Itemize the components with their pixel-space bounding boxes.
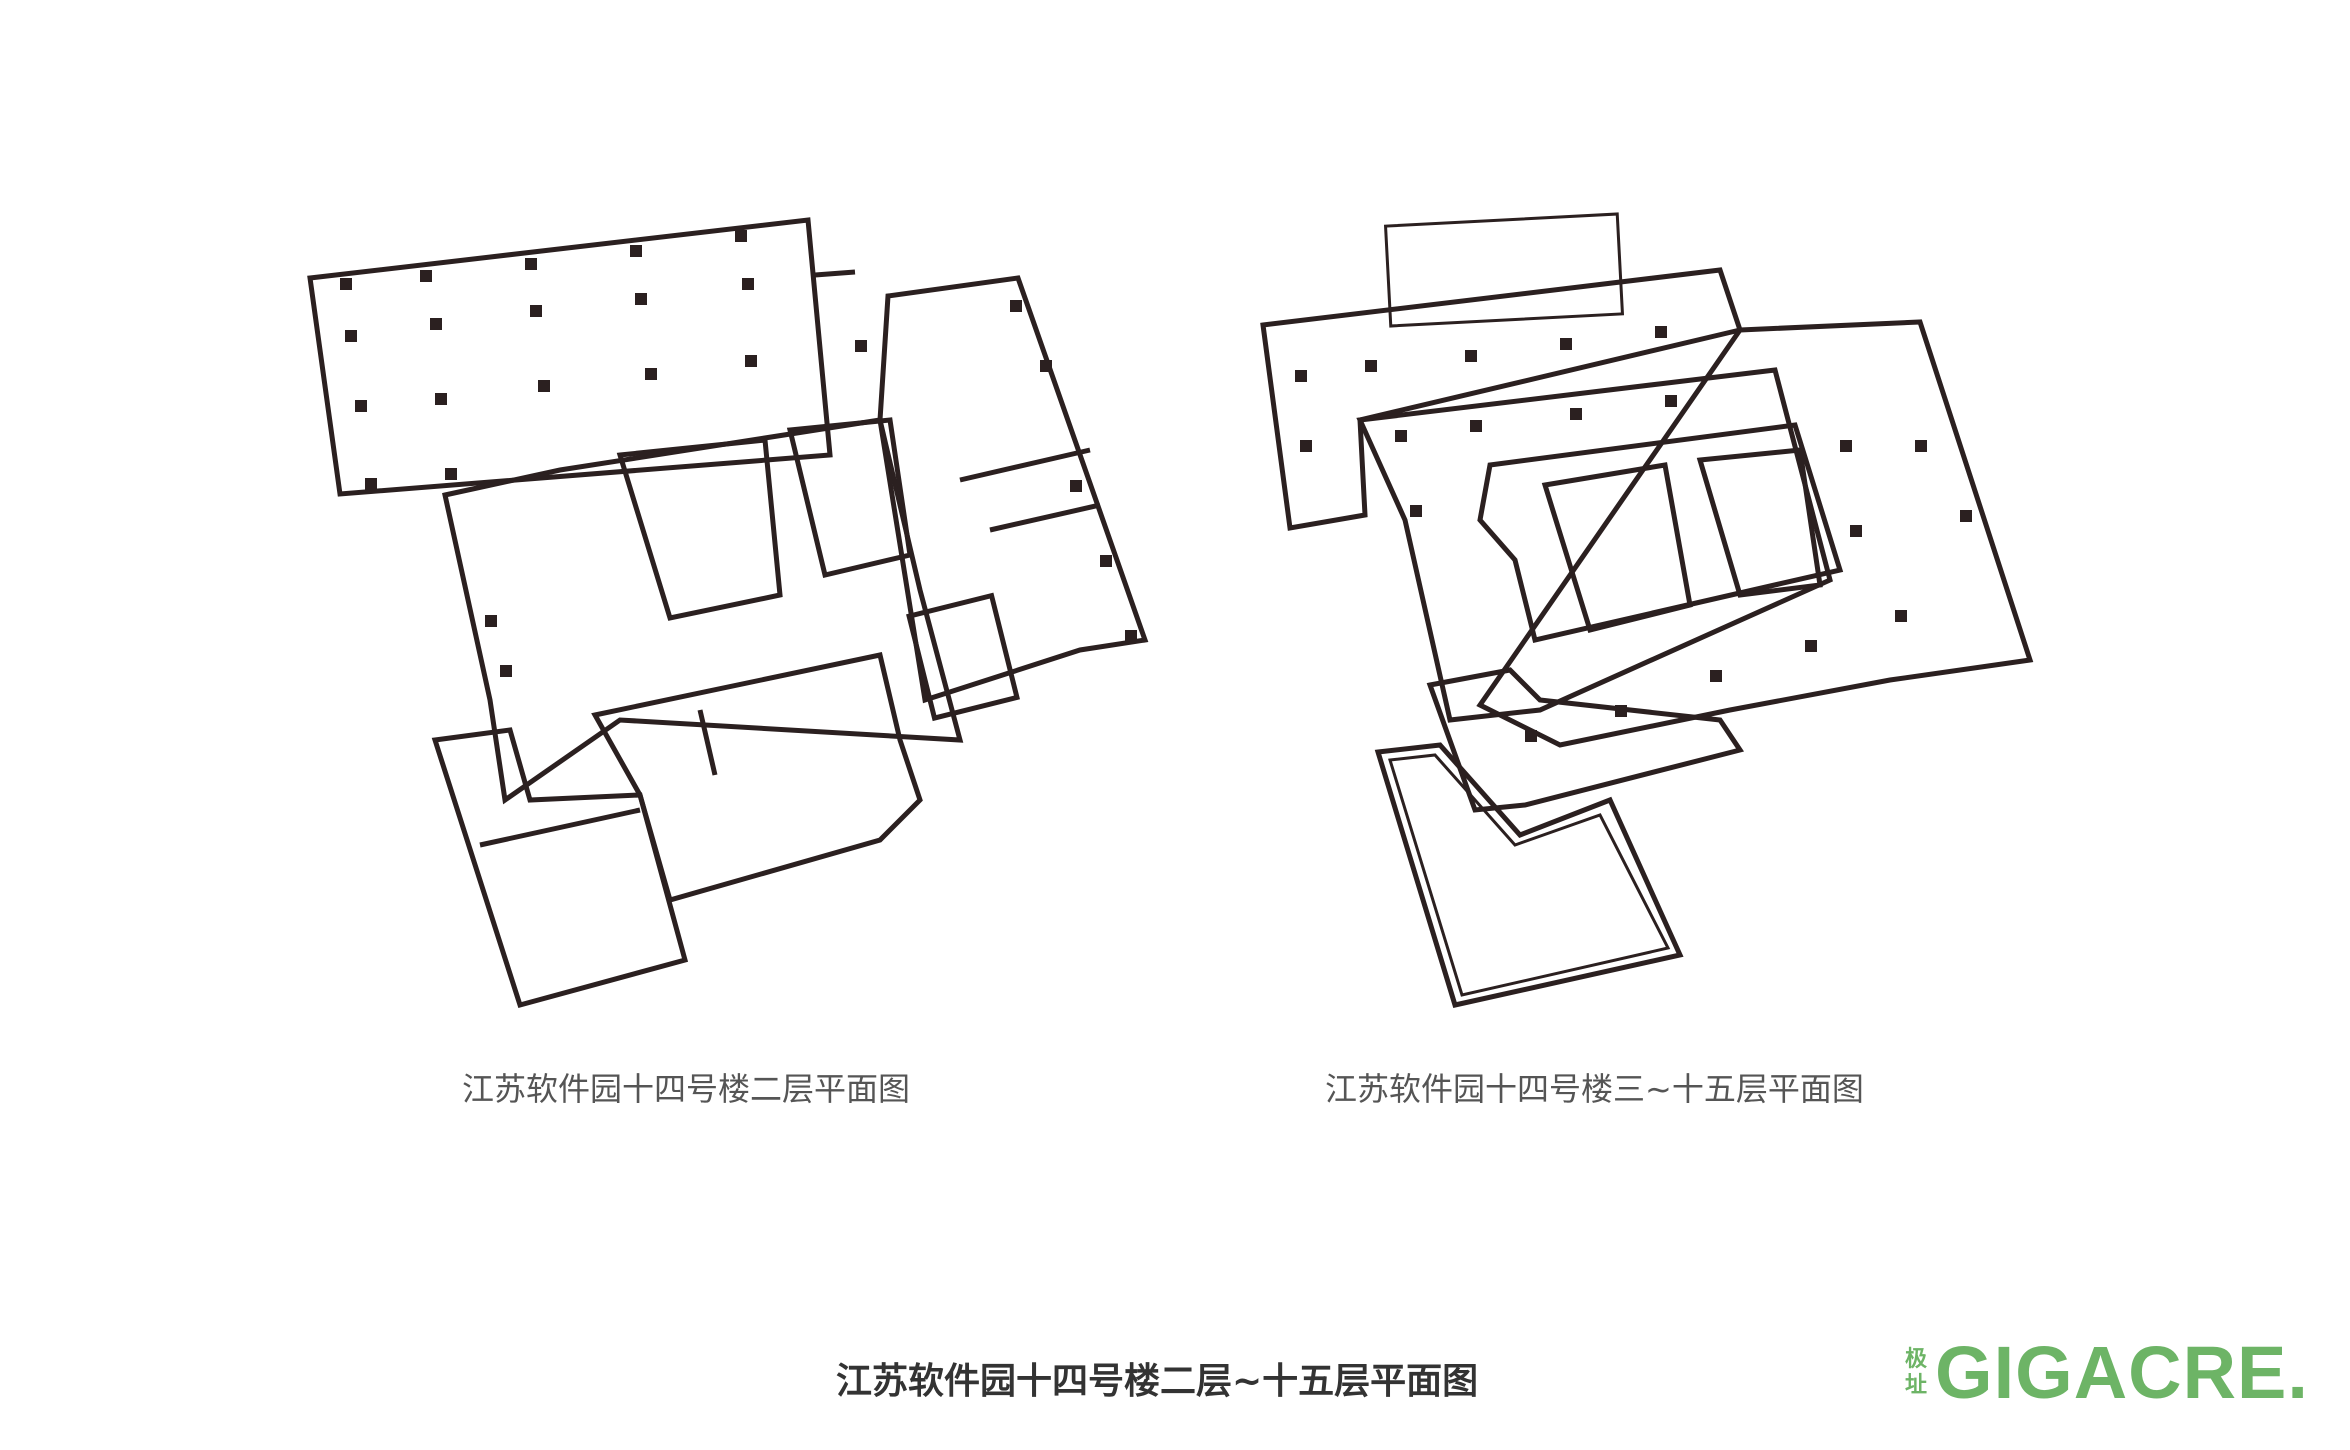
logo-cn-line2: 址: [1905, 1372, 1928, 1398]
southwest-annex: [1374, 742, 1684, 1008]
core-west: [616, 437, 783, 621]
columns-right: [1295, 326, 1972, 742]
columns-left: [340, 230, 1137, 677]
logo-text: GIGACRE.: [1935, 1331, 2309, 1414]
logo-cn-line1: 极: [1905, 1346, 1928, 1372]
core-right-2: [1696, 447, 1823, 598]
southwest-annex-inner: [1388, 753, 1671, 997]
core-east: [786, 417, 913, 579]
floor-plan-3f-15f: [1260, 212, 2034, 1008]
page-title: 江苏软件园十四号楼二层~十五层平面图: [836, 1361, 1479, 1402]
south-wing: [591, 652, 923, 904]
ring-corridor-inner: [1477, 422, 1844, 643]
caption-right: 江苏软件园十四号楼三~十五层平面图: [1325, 1070, 1864, 1108]
southwest-wing: [431, 727, 689, 1009]
gigacre-logo: 极 址 GIGACRE.: [1905, 1330, 2309, 1415]
logo-chinese: 极 址: [1905, 1347, 1927, 1399]
roof-canopy: [1383, 212, 1625, 328]
caption-left: 江苏软件园十四号楼二层平面图: [462, 1070, 911, 1108]
east-wing-right: [1476, 319, 2034, 748]
core-right-1: [1541, 462, 1693, 633]
ring-corridor-outer: [1356, 367, 1833, 723]
east-wing: [877, 275, 1149, 704]
north-wing: [307, 217, 833, 497]
floor-plan-2f: [307, 217, 1149, 1009]
stair-east: [906, 592, 1020, 722]
